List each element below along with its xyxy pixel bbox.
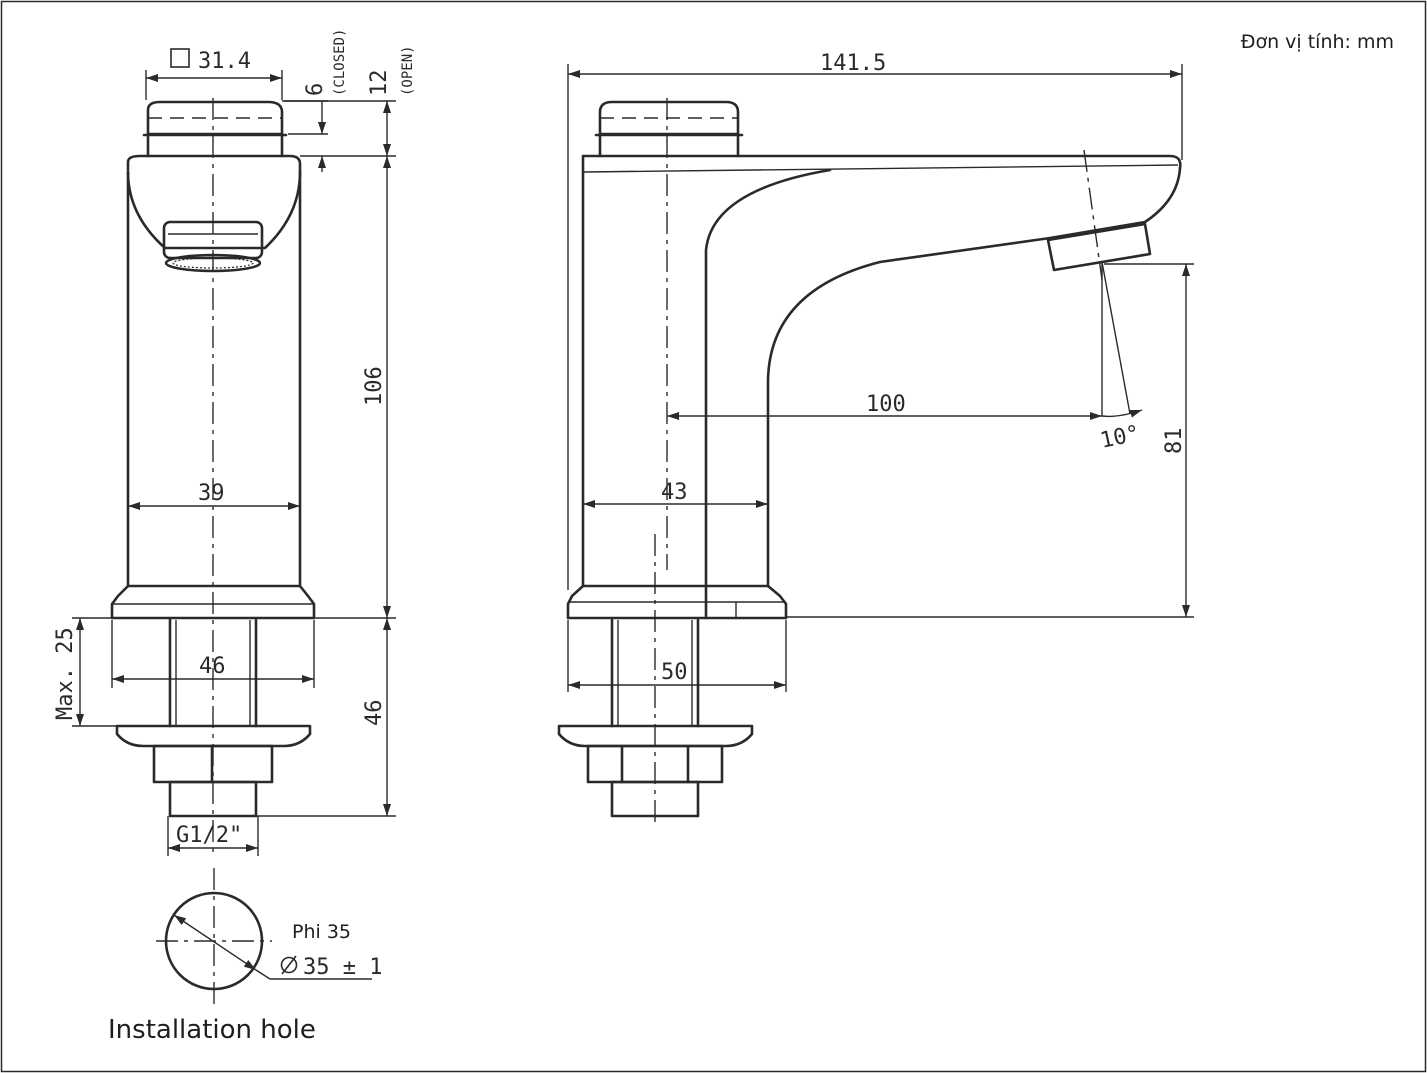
side-shank [610, 618, 700, 728]
side-base [566, 584, 788, 620]
installation-title: Installation hole [108, 1015, 316, 1045]
dim-body-depth: 43 [661, 480, 688, 505]
square-symbol [170, 48, 190, 68]
diameter-symbol [280, 956, 298, 974]
side-body-top [581, 154, 1182, 588]
front-washer [115, 724, 312, 748]
dim-reach: 100 [866, 392, 906, 417]
phi-label: Phi 35 [292, 921, 351, 943]
dim-body-height: 106 [362, 366, 387, 406]
dim-overall-length: 141.5 [820, 51, 886, 76]
dim-base-depth: 50 [661, 660, 688, 685]
open-label: (OPEN) [400, 45, 416, 96]
dim-spout-height: 81 [1162, 428, 1187, 455]
closed-label: (CLOSED) [332, 29, 348, 96]
dim-hole-diameter: 35 ± 1 [303, 955, 382, 980]
front-shank [168, 618, 258, 728]
dim-closed-travel: 6 [303, 83, 328, 96]
dim-spout-angle: 10° [1098, 421, 1142, 454]
installation-hole: 35 ± 1 Phi 35 Installation hole [108, 868, 382, 1045]
front-handle-cap [146, 100, 284, 136]
side-aerator [1046, 222, 1152, 272]
dim-open-travel: 12 [367, 70, 392, 97]
front-base [110, 584, 316, 620]
unit-note: Đơn vị tính: mm [1241, 31, 1394, 53]
front-body [126, 170, 302, 588]
side-washer [557, 724, 754, 748]
front-view: 31.4 6 (CLOSED) 12 (OPEN) 106 39 46 Max.… [53, 29, 416, 856]
side-spout [766, 166, 1182, 588]
side-handle-cap [598, 100, 740, 136]
dim-shank-length: 46 [362, 700, 387, 727]
dim-thread: G1/2" [176, 823, 242, 848]
dim-body-width: 39 [198, 481, 225, 506]
front-spout-bulb [126, 170, 302, 250]
dim-handle-width: 31.4 [198, 49, 251, 74]
dim-base-width: 46 [199, 654, 226, 679]
dim-max-deck: Max. 25 [53, 627, 78, 720]
side-view: 141.5 100 10° 81 43 50 [557, 51, 1194, 828]
